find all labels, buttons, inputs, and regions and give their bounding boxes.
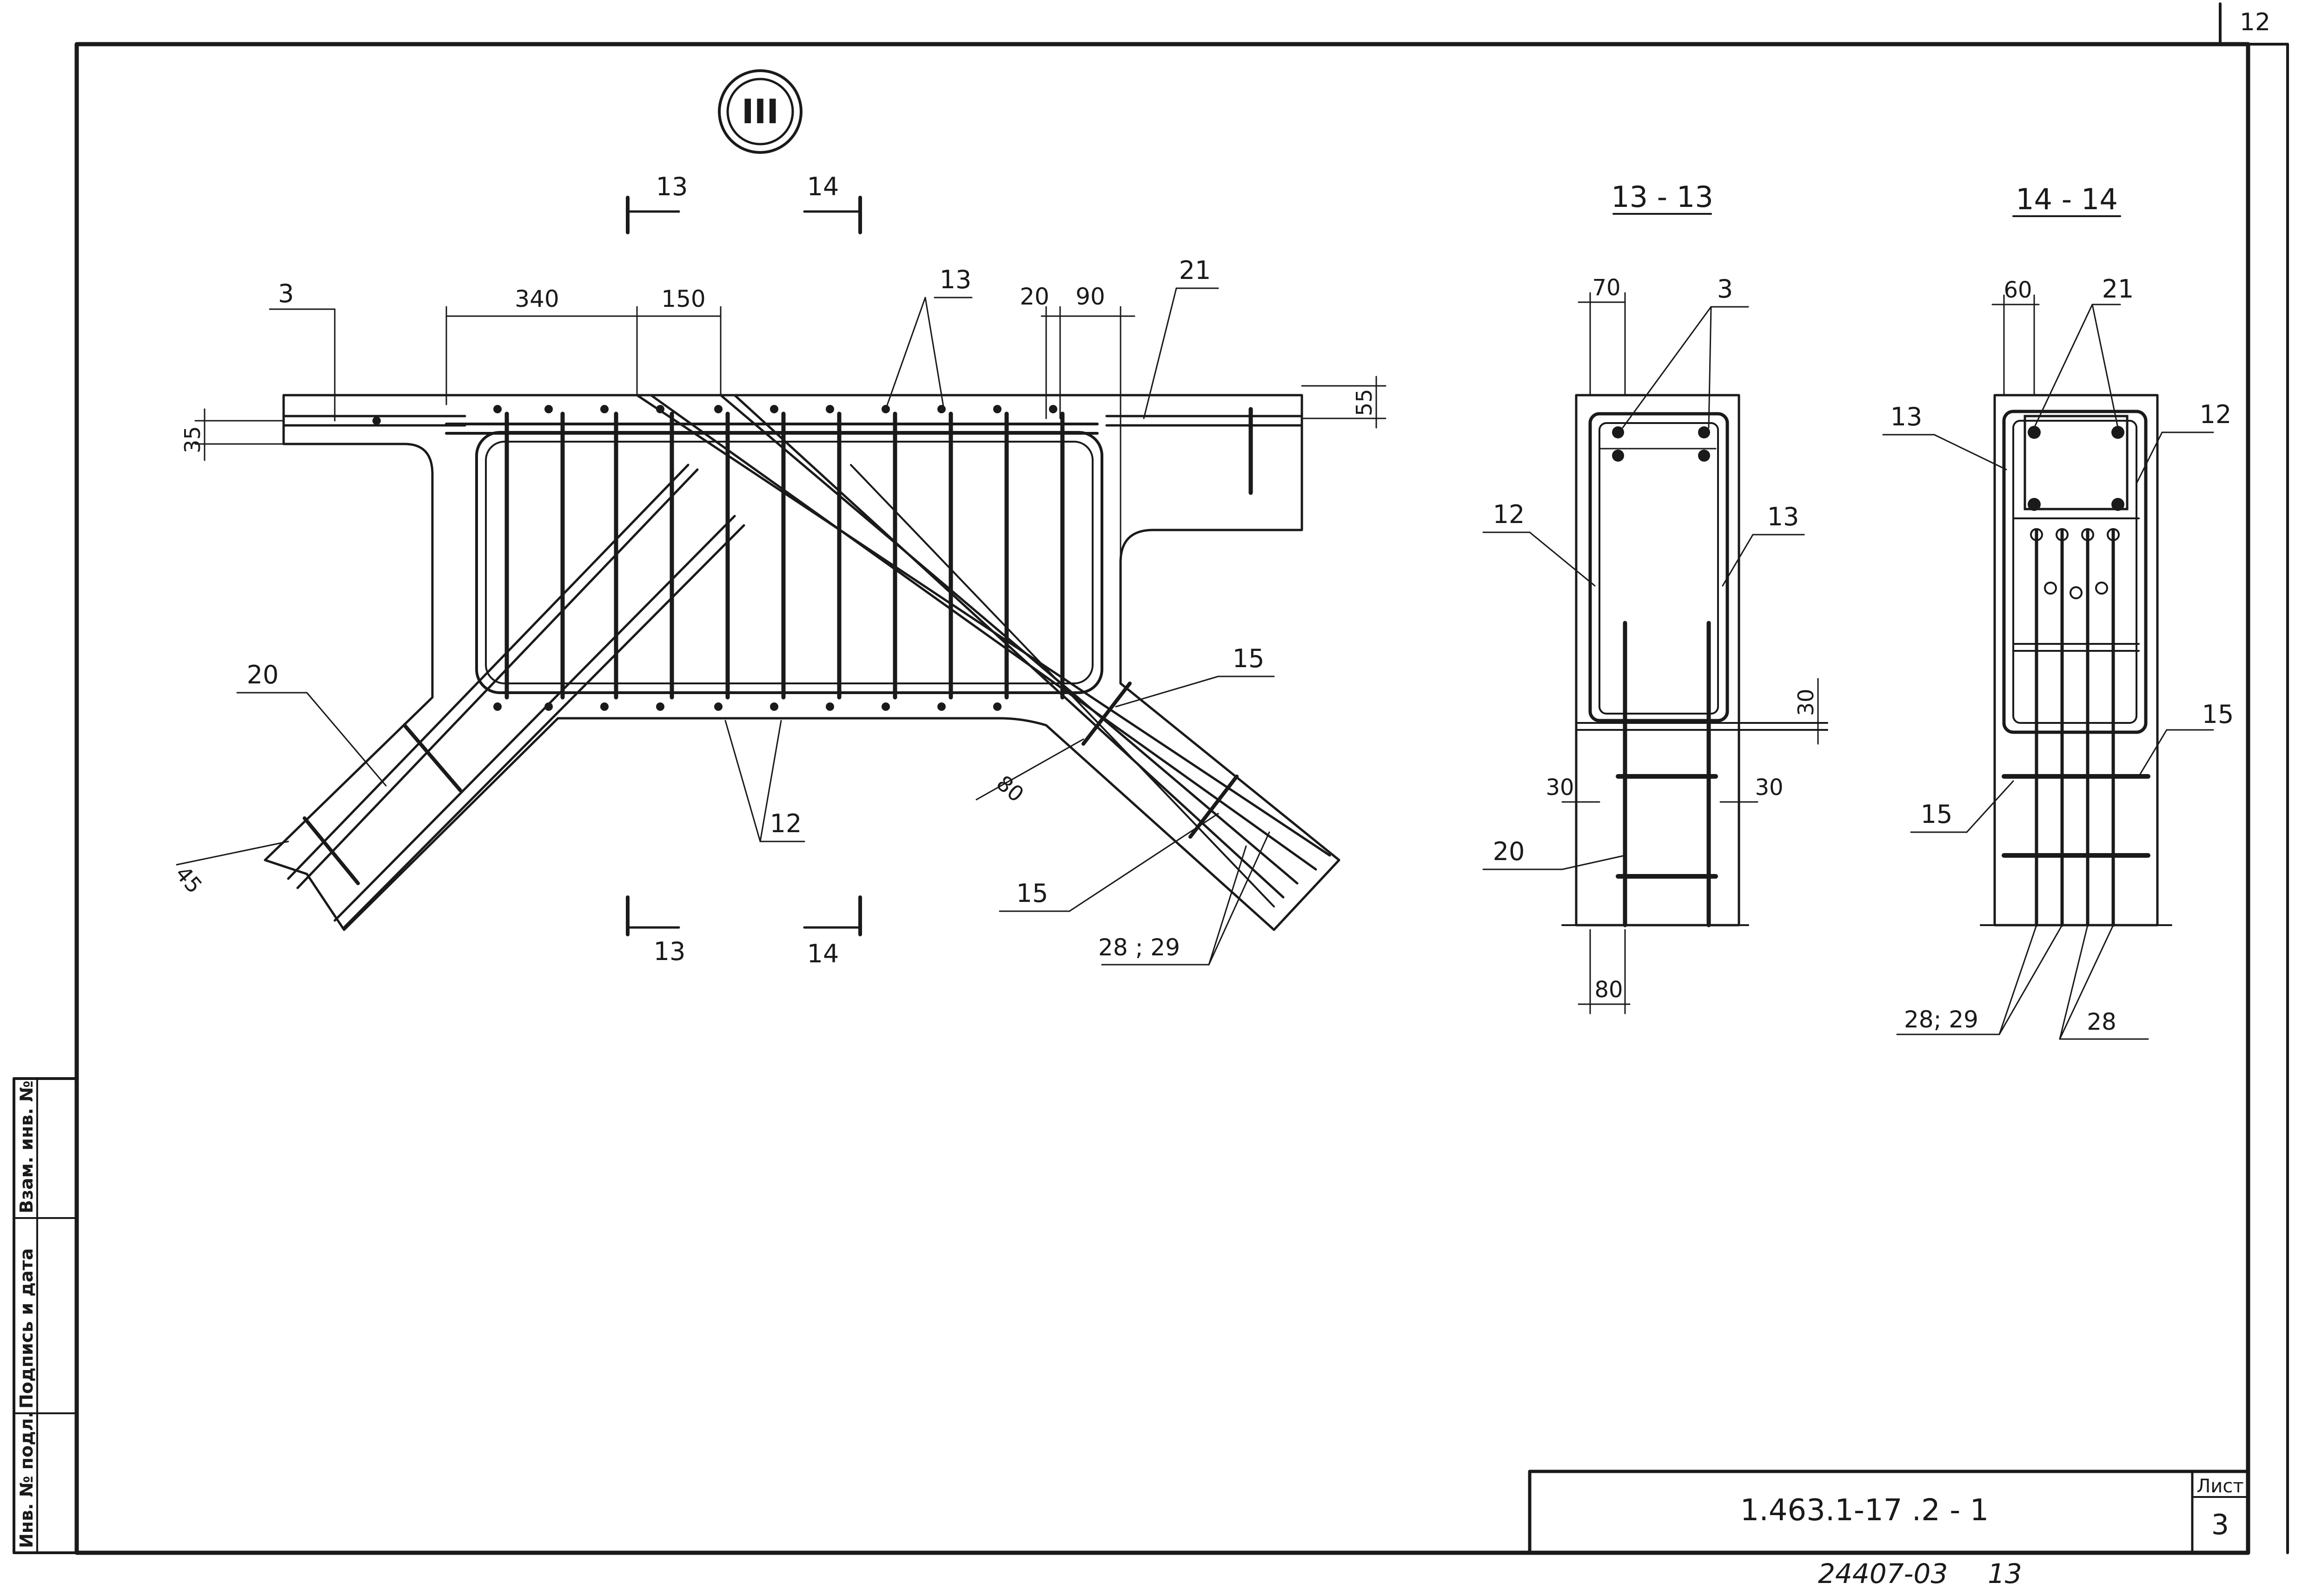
side-strip: Инв. № подл. Подпись и дата Взам. инв. № [13,1077,78,1554]
section-markers [626,196,862,936]
main-pos-3: 3 [278,279,294,308]
bar-dots [372,405,1057,711]
section-13-dim-70: 70 [1592,275,1620,301]
main-pos-20: 20 [247,660,279,689]
section-13-pos-12: 12 [1493,500,1525,529]
section-14-pos-13: 13 [1891,402,1923,431]
dim-150: 150 [661,285,705,312]
section-13-dim-30-left: 30 [1546,775,1574,801]
main-pos-15-bottom: 15 [1016,879,1048,908]
section-mark-13-bottom: 13 [654,937,686,966]
cage-loop [475,431,1103,694]
stirrups-12 [504,411,1065,700]
section-13-pos-20: 20 [1493,837,1525,866]
title-block-list-label: Лист [2196,1476,2243,1497]
section-14-view [1882,215,2214,1040]
side-strip-inv-podl: Инв. № подл. [16,1411,37,1548]
side-strip-podpis-data: Подпись и дата [16,1248,37,1409]
main-pos-13: 13 [940,265,972,294]
section-14-pos-15-right: 15 [2202,700,2234,729]
section-13-view [1482,213,1828,1014]
section-13-pos-3: 3 [1717,274,1733,304]
dim-80: 80 [992,770,1029,807]
archive-copy: 13 [1988,1558,2022,1589]
junction-outline [264,394,1340,931]
main-pos-28-29: 28 ; 29 [1098,934,1180,961]
side-strip-vzam-inv: Взам. инв. № [16,1080,37,1213]
dim-35: 35 [180,426,205,453]
main-pos-21: 21 [1179,256,1211,285]
section-14-pos-28: 28 [2087,1008,2116,1035]
dim-340: 340 [515,285,559,312]
dim-45: 45 [171,861,207,898]
section-13-dim-30-right: 30 [1793,689,1818,716]
title-block-code: 1.463.1-17 .2 - 1 [1740,1493,1989,1528]
dim-20: 20 [1020,283,1049,310]
dim-90: 90 [1075,283,1105,310]
corner-sheet-number: 12 [2240,8,2270,36]
section-13-pos-13: 13 [1767,502,1799,531]
section-14-pos-21: 21 [2102,274,2134,304]
sheet-frame [74,2,2289,1555]
dim-55: 55 [1352,389,1377,416]
main-view [176,196,1387,966]
title-block [1528,1470,2250,1555]
section-mark-14-top: 14 [807,172,839,201]
title-block-list-number: 3 [2211,1509,2229,1541]
section-14-dim-60: 60 [2003,277,2032,303]
section-mark-14-bottom: 14 [807,939,839,968]
section-14-pos-12: 12 [2200,400,2232,429]
section-13-title: 13 - 13 [1611,180,1713,214]
section-13-dim-30-bottom-right: 30 [1755,775,1783,801]
section-14-pos-15-left: 15 [1921,800,1953,829]
section-mark-13-top: 13 [656,172,688,201]
main-pos-12: 12 [770,809,802,838]
section-13-dim-80: 80 [1594,977,1623,1003]
main-pos-15-right: 15 [1233,644,1265,673]
stamp-label: III [742,92,779,131]
stamp-iii [718,69,803,154]
archive-number: 24407-03 [1818,1558,1948,1589]
section-14-pos-28-29: 28; 29 [1904,1006,1978,1033]
section-14-title: 14 - 14 [2016,182,2118,216]
